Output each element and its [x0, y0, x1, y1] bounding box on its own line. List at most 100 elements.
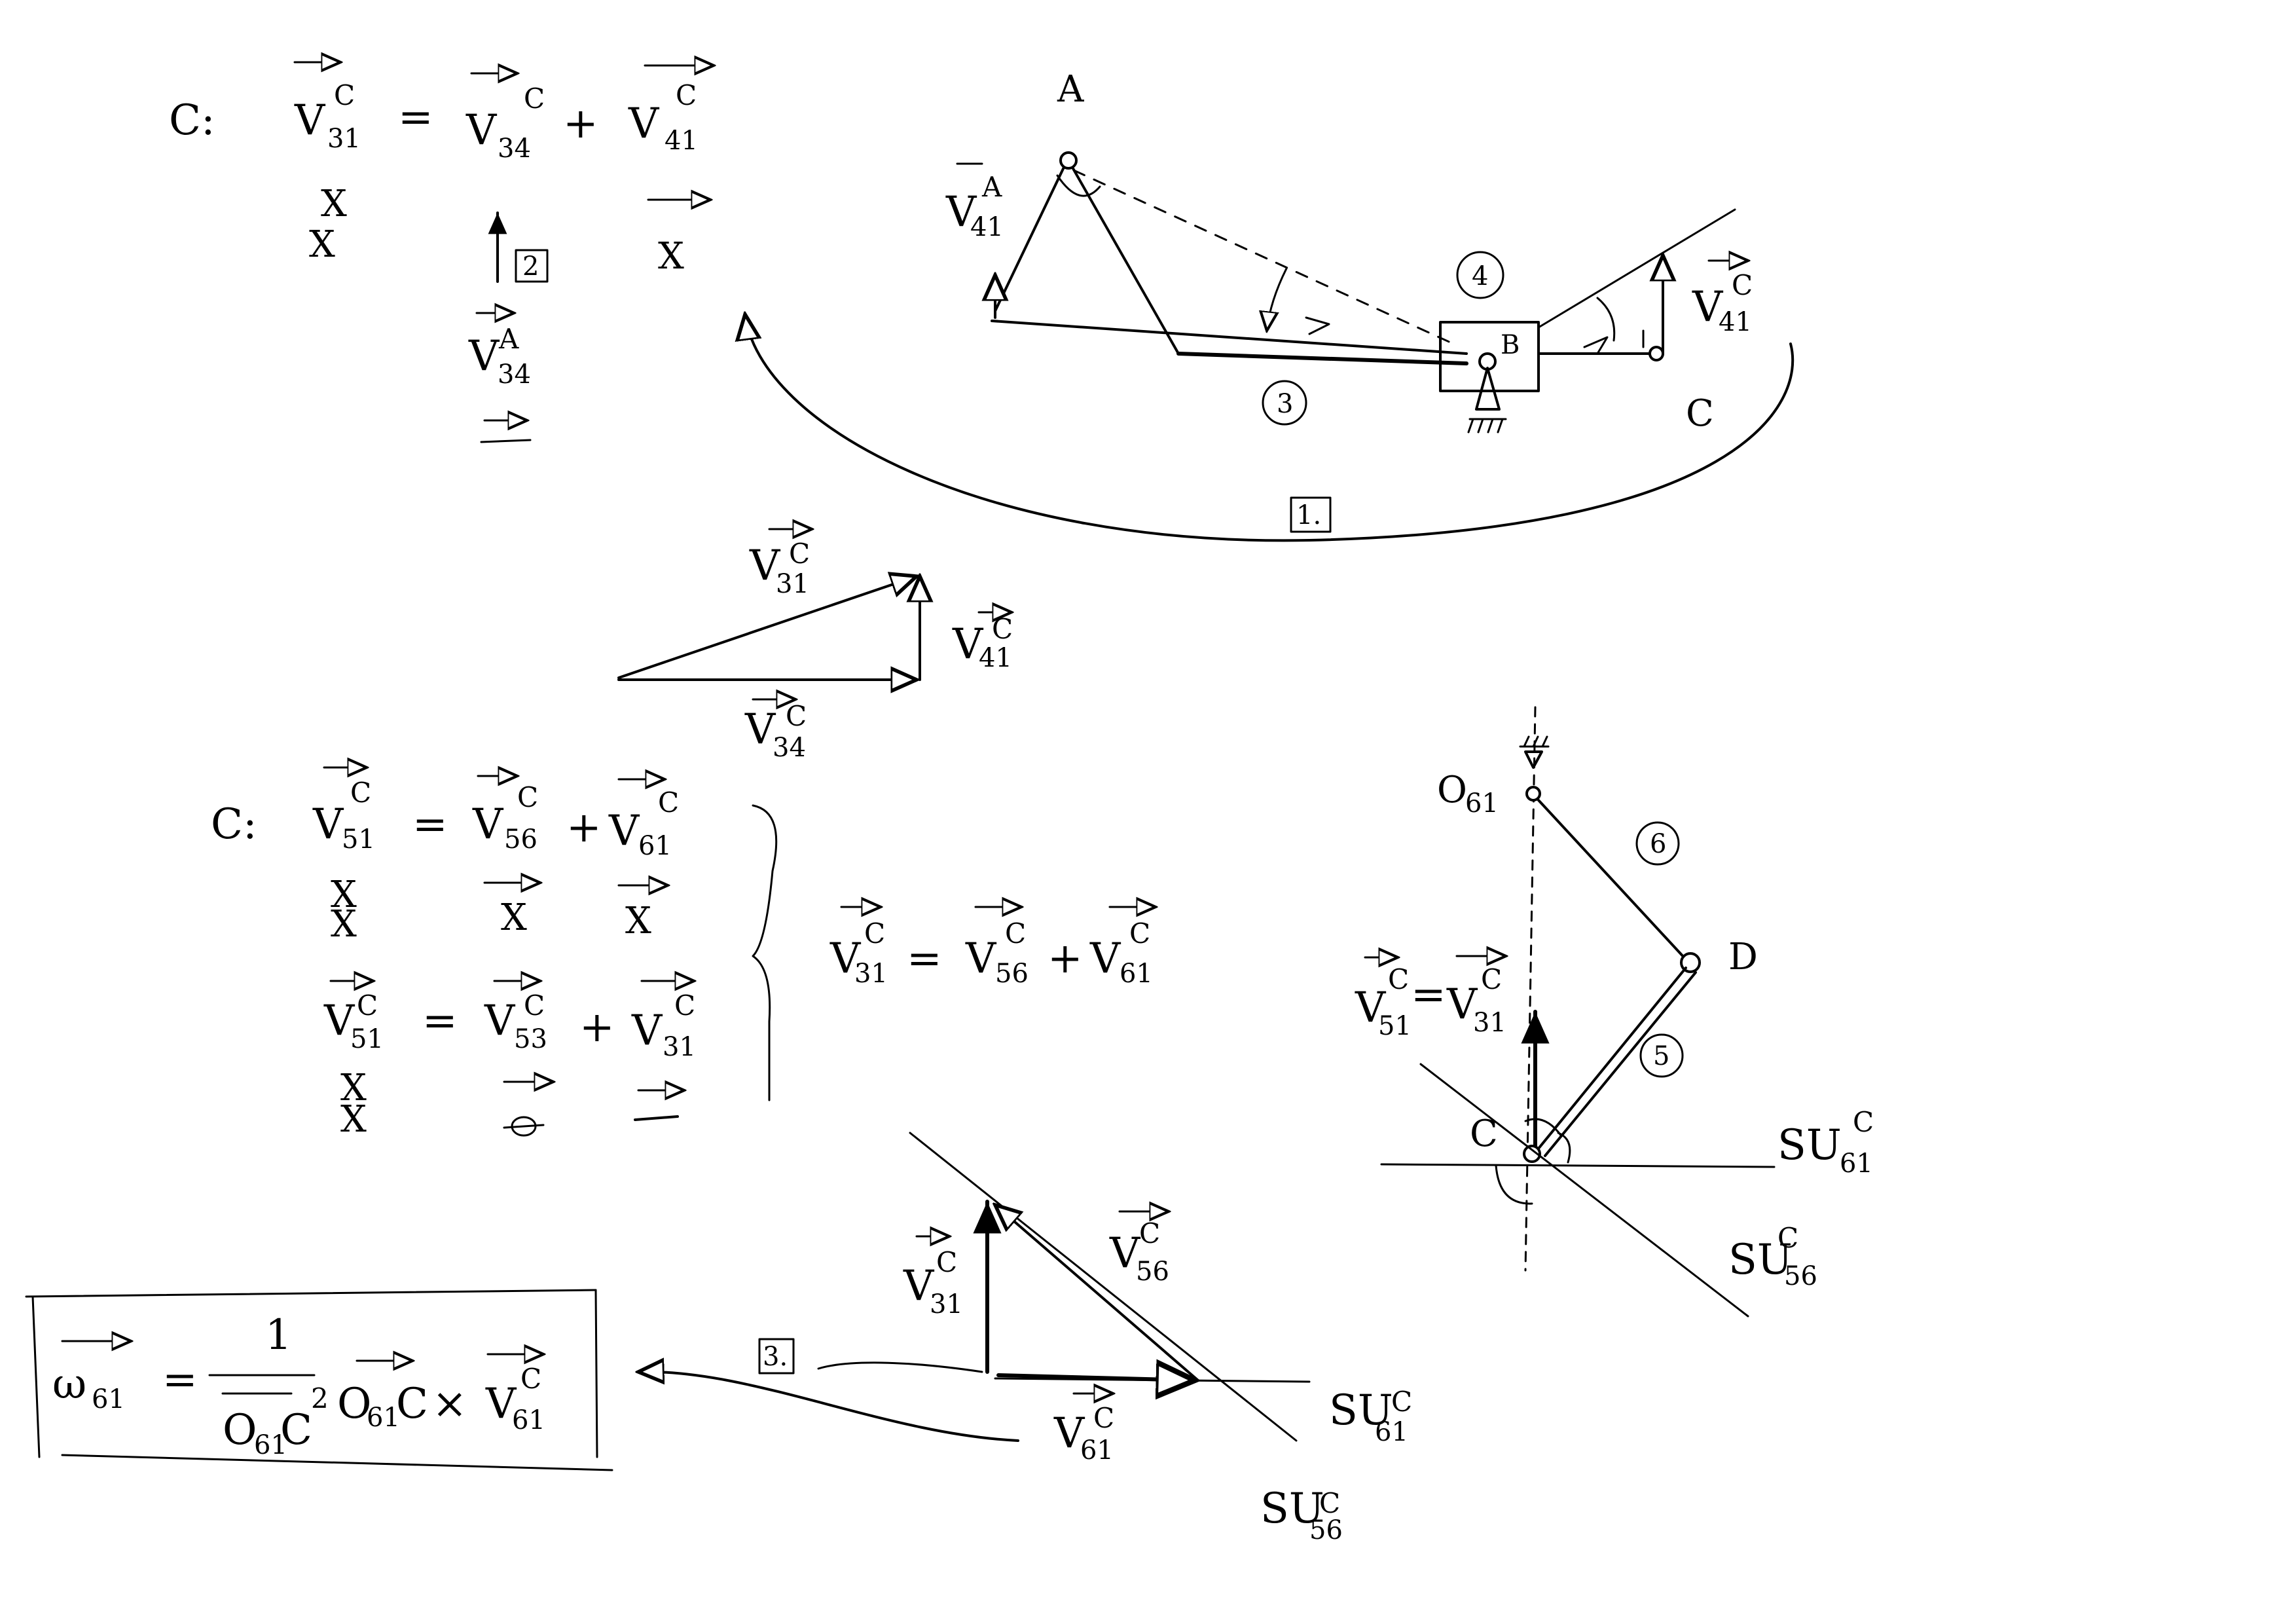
eq-top-term1-sup: C [334, 79, 355, 111]
result-eq: = [907, 934, 942, 983]
tri2-v31-label: C V 31 [903, 1236, 963, 1320]
result-t2-sub: 56 [995, 959, 1029, 989]
v31-right-sup: C [1481, 963, 1502, 995]
dashed-a-b [1072, 169, 1455, 345]
o61-label: O [1437, 769, 1467, 811]
angle-mark-1 [1305, 316, 1330, 335]
result-t3-base: V [1089, 934, 1121, 983]
result-t1-sub: 31 [854, 959, 888, 989]
denominator-base: O [223, 1406, 257, 1454]
tri2-su61-sub: 61 [1375, 1417, 1408, 1447]
brace [752, 804, 778, 1101]
result-v61-base: V [485, 1380, 517, 1428]
v31-right-sub: 31 [1473, 1008, 1506, 1038]
row2-t3-base: V [631, 1006, 663, 1055]
eq-top-term2-base: V [465, 106, 498, 155]
tri2-v61-arrow [996, 1375, 1195, 1380]
tri2-su61-sup: C [1391, 1386, 1412, 1418]
row1-mark-4: X [625, 900, 651, 942]
tri2-su56-label: C SU 56 [1260, 1485, 1343, 1545]
pin-o61 [1525, 786, 1541, 802]
link-5-label: 5 [1653, 1041, 1669, 1071]
pin-c-right [1523, 1145, 1541, 1163]
eq-top-term3: C V 41 [628, 65, 714, 156]
row1-plus: + [566, 803, 602, 852]
tri2-v61-label: C V 61 [1053, 1393, 1114, 1466]
result-plus: + [1048, 934, 1083, 983]
point-c-label: C [1686, 392, 1714, 435]
tri2-v56-label: C V 56 [1109, 1211, 1169, 1287]
v41c-base: V [1692, 283, 1724, 331]
su56-right-sup: C [1777, 1222, 1798, 1254]
tri1-v41-label: C V 41 [952, 612, 1013, 673]
v51-eq-label: C V 51 = C V 31 [1355, 956, 1506, 1041]
denominator-pow: 2 [311, 1382, 329, 1414]
result-t1-sup: C [864, 917, 885, 950]
box-2-label: 2 [522, 251, 539, 282]
row2-t1-sup: C [357, 989, 378, 1022]
below-underline [480, 439, 532, 443]
v51-base: V [1355, 984, 1387, 1032]
box-1 [1290, 496, 1332, 533]
angle-arc-right [1596, 297, 1616, 342]
point-c-right-label: C [1470, 1113, 1498, 1155]
tri2-v56-base: V [1109, 1229, 1141, 1278]
result-eq: = [162, 1356, 198, 1404]
vector-triangle-2: C V 31 C V 56 C V 61 C SU 61 C SU 56 [638, 1132, 1412, 1545]
row1-t1-sub: 51 [342, 824, 375, 855]
row2-plus: + [579, 1003, 615, 1052]
linkage-top: A A V 41 4 B C [745, 68, 1795, 542]
row2-t3-sub: 31 [663, 1032, 696, 1062]
tri1-v34-base: V [744, 705, 776, 754]
tri2-v56-sub: 56 [1136, 1257, 1169, 1287]
tri2-su56-sub: 56 [1309, 1515, 1343, 1545]
row1-t1-base: V [312, 800, 344, 849]
v41c-sub: 41 [1719, 307, 1752, 337]
result-numerator: 1 [265, 1311, 292, 1359]
tri1-v41-sup: C [992, 613, 1013, 645]
eq-mid-row2: C V 51 = C V 53 + C V 31 [323, 981, 696, 1062]
tri1-v34-sub: 34 [773, 733, 806, 763]
v31-right-base: V [1446, 980, 1478, 1029]
tri1-v31-sub: 31 [776, 569, 809, 599]
o61-sub: 61 [1465, 788, 1499, 819]
row1-t3-sub: 61 [638, 831, 672, 861]
pin-c [1649, 346, 1664, 361]
tri2-v61-sub: 61 [1080, 1435, 1114, 1466]
o61c-base: O [337, 1380, 371, 1428]
link-3-line [991, 320, 1468, 355]
result-t2-base: V [965, 934, 997, 983]
eq-top-term3-sup: C [676, 79, 697, 111]
eq-top-term1-sub: 31 [327, 124, 361, 154]
denominator-tail: C [280, 1406, 312, 1454]
tri2-su61-label: C SU 61 [1329, 1386, 1412, 1447]
eq-top-term3-sub: 41 [665, 126, 698, 156]
row2-t1-base: V [323, 997, 355, 1045]
row1-t3-base: V [608, 807, 640, 855]
slider-block-4 [1439, 321, 1540, 392]
eq-top-term2-sup: C [524, 83, 545, 115]
link-5-b [1544, 971, 1697, 1157]
tri1-v31-base: V [749, 542, 781, 590]
equation-c-mid: C: C V 51 = C V 56 + C V 61 X X X X C V … [211, 767, 1156, 1141]
row1-mark-2: X [331, 903, 357, 946]
tri2-v31-base: V [903, 1262, 935, 1310]
result-t1-base: V [829, 934, 862, 983]
eq-mid-row1: C V 51 = C V 56 + C V 61 [312, 767, 679, 861]
pin-a [1059, 151, 1078, 170]
loop-arrow-1 [745, 314, 1795, 542]
v41a-base: V [945, 188, 977, 236]
tri2-v31-sup: C [936, 1246, 957, 1278]
v41c-sup: C [1732, 269, 1753, 301]
eq-top-term2-sub: 34 [498, 134, 531, 164]
link-6-circle [1635, 821, 1680, 866]
result-box: ω 61 = 1 O 61 C 2 O 61 C × C V 61 [25, 1289, 613, 1471]
row1-t2-base: V [472, 800, 504, 849]
eq-top-mark-3: X [658, 235, 684, 278]
angle-arcs-c [1495, 1118, 1571, 1205]
tri2-v61-base: V [1053, 1409, 1085, 1458]
result-times: × [432, 1380, 467, 1428]
su61-right-sup: C [1853, 1106, 1874, 1138]
v41a-sub: 41 [970, 212, 1004, 242]
point-d-label: D [1728, 936, 1758, 978]
